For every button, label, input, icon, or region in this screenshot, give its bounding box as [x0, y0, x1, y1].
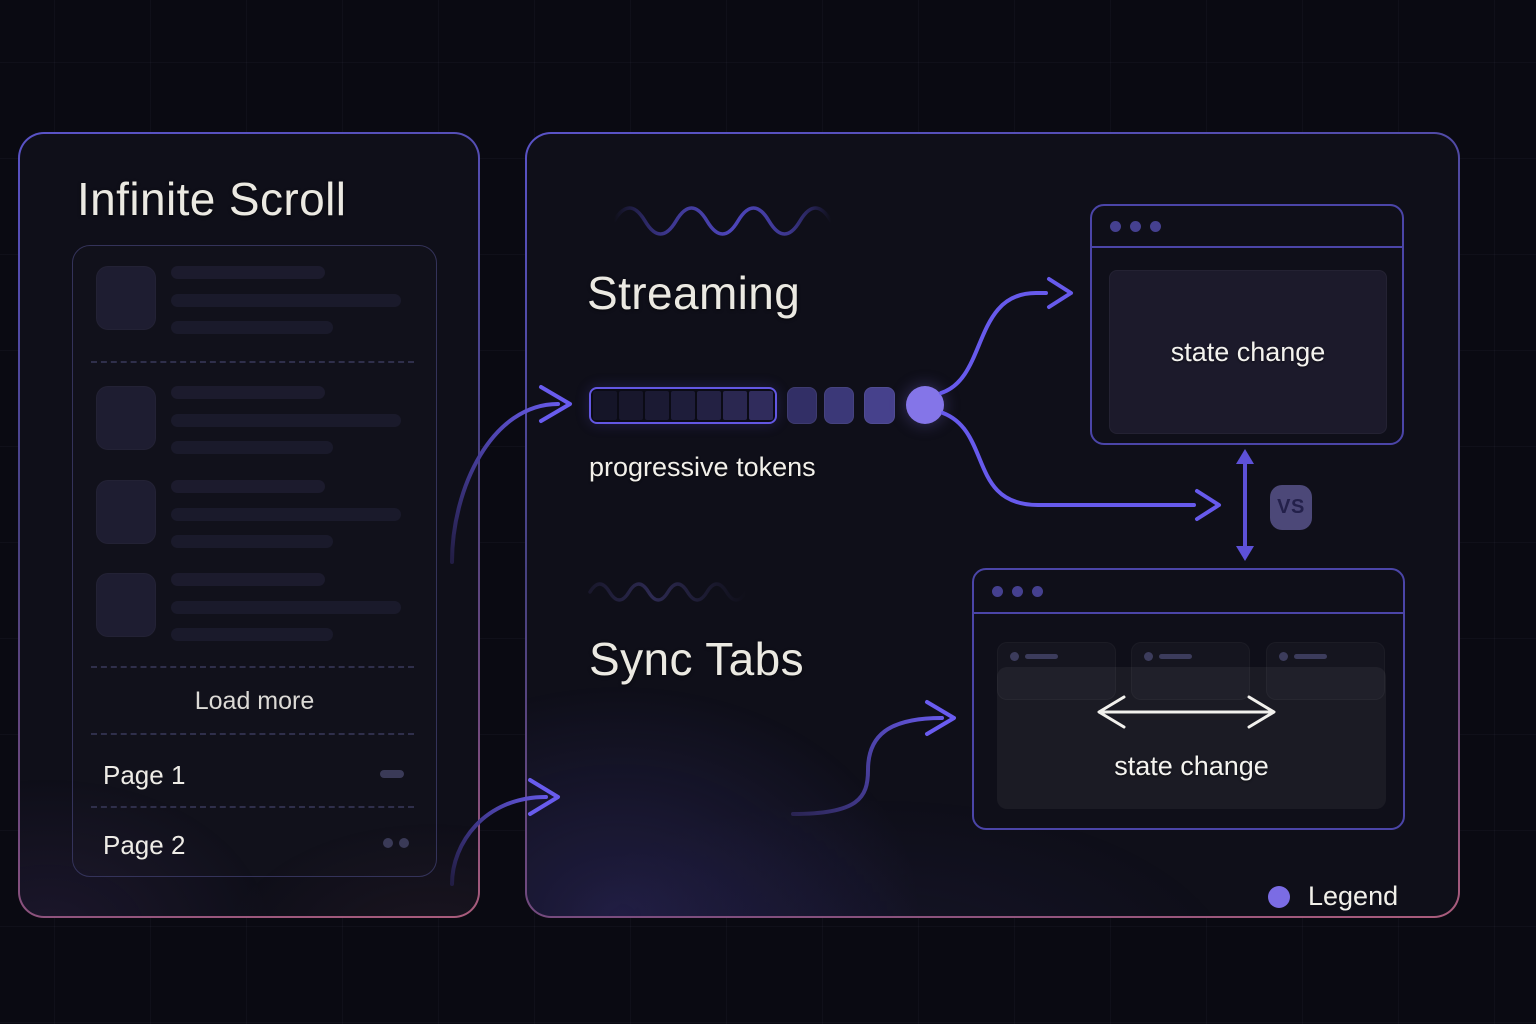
- browser-tab-card: [997, 642, 1116, 700]
- token-segment: [619, 391, 643, 420]
- patterns-panel: Streaming progressive tokens Sync Tabs s…: [525, 132, 1460, 918]
- tab-title-placeholder: [1025, 654, 1058, 659]
- text-line-placeholder: [171, 508, 401, 521]
- text-line-placeholder: [171, 386, 325, 399]
- text-line-placeholder: [171, 573, 325, 586]
- text-line-placeholder: [171, 535, 333, 548]
- token-block: [824, 387, 854, 424]
- token-progress-bar: [589, 387, 777, 424]
- window-control-dot: [1032, 585, 1043, 597]
- sync-content-panel: state change: [997, 667, 1386, 809]
- feed-card: Load more Page 1 Page 2: [72, 245, 437, 877]
- vs-badge: VS: [1270, 485, 1312, 530]
- dashed-separator: [91, 361, 414, 363]
- text-line-placeholder: [171, 601, 401, 614]
- window-control-dot: [1130, 220, 1141, 232]
- dashed-separator: [91, 806, 414, 808]
- sync-browser-window: state change: [972, 568, 1405, 830]
- window-titlebar: [1092, 206, 1402, 248]
- page-1-row[interactable]: Page 1: [73, 758, 436, 792]
- page-2-label: Page 2: [103, 830, 186, 860]
- text-line-placeholder: [171, 441, 333, 454]
- streaming-browser-window: state change: [1090, 204, 1404, 445]
- token-segment: [593, 391, 617, 420]
- avatar-placeholder: [96, 480, 156, 544]
- window-control-dot: [1150, 220, 1161, 232]
- text-line-placeholder: [171, 294, 401, 307]
- page-1-label: Page 1: [103, 760, 186, 790]
- page-1-indicator: [380, 770, 404, 778]
- token-segment: [749, 391, 773, 420]
- tab-favicon-dot: [1279, 652, 1288, 661]
- browser-tab-card: [1266, 642, 1385, 700]
- avatar-placeholder: [96, 573, 156, 637]
- state-change-label: state change: [1170, 336, 1326, 367]
- tab-title-placeholder: [1294, 654, 1327, 659]
- text-line-placeholder: [171, 480, 325, 493]
- legend-dot: [1268, 885, 1290, 908]
- token-block: [864, 387, 895, 424]
- legend: Legend: [1268, 881, 1398, 912]
- token-segment: [645, 391, 669, 420]
- window-control-dot: [1110, 220, 1121, 232]
- dashed-separator: [91, 666, 414, 668]
- dashed-separator: [91, 733, 414, 735]
- tab-title-placeholder: [1159, 654, 1192, 659]
- window-content: state change: [1109, 270, 1387, 434]
- browser-tab-card: [1131, 642, 1250, 700]
- tab-favicon-dot: [1010, 652, 1019, 661]
- window-control-dot: [1012, 585, 1023, 597]
- streaming-title: Streaming: [587, 267, 801, 319]
- infinite-scroll-title: Infinite Scroll: [77, 173, 347, 225]
- text-line-placeholder: [171, 414, 401, 427]
- page-2-indicator-dots: [383, 838, 409, 848]
- avatar-placeholder: [96, 386, 156, 450]
- window-control-dot: [992, 585, 1003, 597]
- token-segment: [671, 391, 695, 420]
- token-segment: [723, 391, 747, 420]
- state-change-label: state change: [1114, 751, 1269, 781]
- text-line-placeholder: [171, 628, 333, 641]
- token-cursor-dot: [906, 386, 944, 424]
- progressive-tokens-label: progressive tokens: [589, 452, 816, 482]
- token-block: [787, 387, 817, 424]
- avatar-placeholder: [96, 266, 156, 330]
- tab-favicon-dot: [1144, 652, 1153, 661]
- page-2-row[interactable]: Page 2: [73, 828, 436, 862]
- sync-tabs-title: Sync Tabs: [589, 633, 804, 685]
- infinite-scroll-panel: Infinite Scroll: [18, 132, 480, 918]
- load-more-button[interactable]: Load more: [73, 687, 436, 716]
- text-line-placeholder: [171, 321, 333, 334]
- legend-label: Legend: [1308, 881, 1399, 911]
- token-segment: [697, 391, 721, 420]
- window-titlebar: [974, 570, 1403, 614]
- text-line-placeholder: [171, 266, 325, 279]
